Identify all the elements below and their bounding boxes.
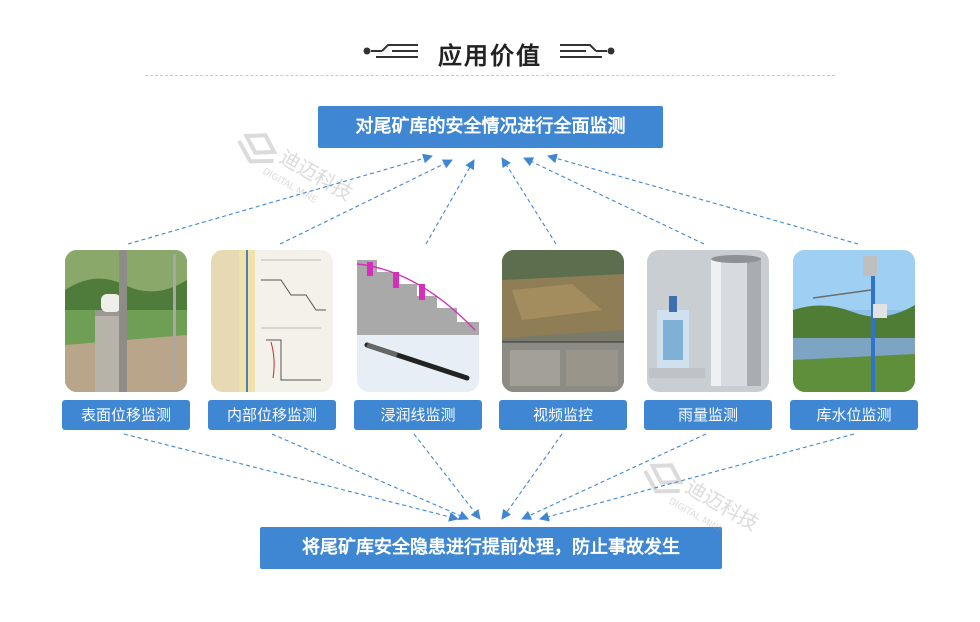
arrow-down-4 (501, 433, 563, 520)
card-label: 库水位监测 (790, 400, 918, 430)
arrow-up-4 (501, 157, 557, 245)
card-label: 表面位移监测 (62, 400, 190, 430)
watermark-logo: 迪迈科技 DIGITAL MINE (643, 463, 760, 536)
circuit-decoration-right-icon (560, 44, 615, 58)
card-label: 浸润线监测 (354, 400, 482, 430)
page-title: 应用价值 (438, 42, 542, 70)
section-header: 应用价值 (0, 30, 980, 76)
arrow-up-5 (523, 157, 705, 245)
rain-gauge-photo (647, 250, 769, 392)
arrow-down-3 (413, 433, 481, 520)
arrow-up-6 (547, 153, 859, 245)
phreatic-line-diagram (357, 250, 479, 392)
arrow-down-2 (271, 433, 469, 520)
header-divider (145, 75, 835, 76)
goal-monitoring-box: 对尾矿库的安全情况进行全面监测 (318, 106, 663, 148)
video-surveillance-photo (502, 250, 624, 392)
card-label: 雨量监测 (644, 400, 772, 430)
goal-prevention-box: 将尾矿库安全隐患进行提前处理，防止事故发生 (260, 527, 722, 569)
circuit-decoration-left-icon (363, 44, 418, 58)
surface-displacement-photo (65, 250, 187, 392)
watermark-logo: 迪迈科技 DIGITAL MINE (237, 133, 354, 206)
card-label: 视频监控 (499, 400, 627, 430)
arrow-up-3 (425, 159, 475, 245)
reservoir-water-level-photo (793, 250, 915, 392)
card-label: 内部位移监测 (208, 400, 336, 430)
internal-displacement-diagram (211, 250, 333, 392)
arrow-down-1 (123, 433, 459, 522)
